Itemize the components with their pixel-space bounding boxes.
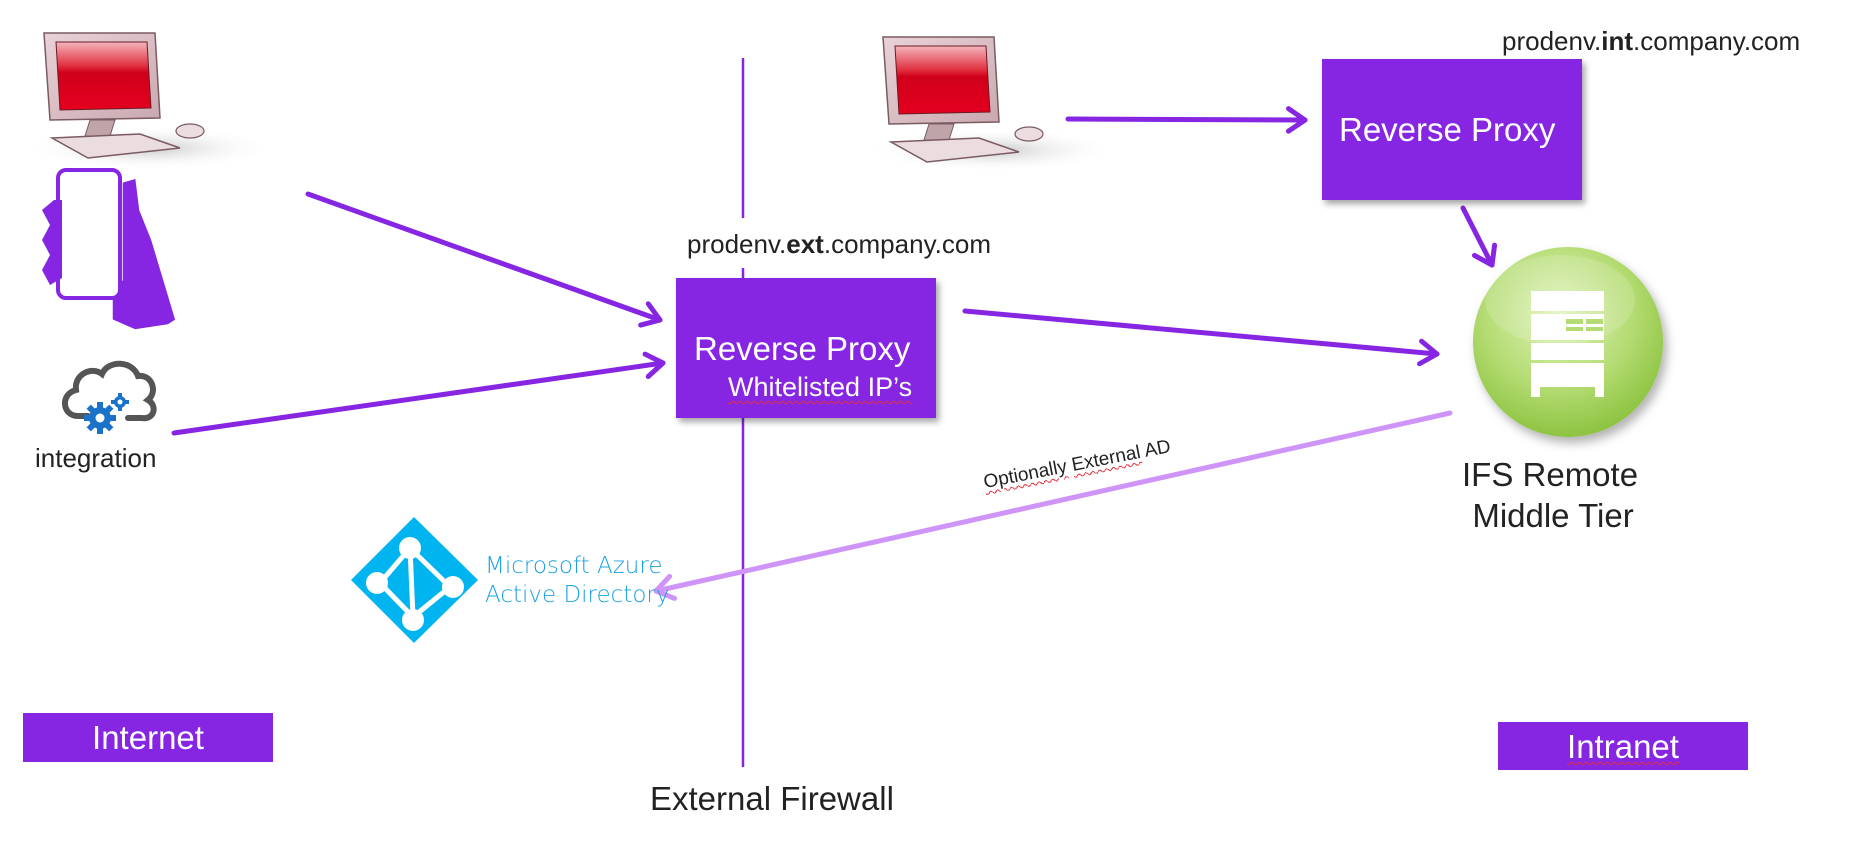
middle-tier-label: IFS Remote Middle Tier	[1462, 454, 1638, 536]
azure-active-directory-icon	[351, 517, 478, 643]
subtitle-word: Whitelisted	[728, 372, 861, 402]
arrowhead	[1471, 242, 1498, 268]
arrow-external-proxy-to-middle-tier	[962, 308, 1440, 367]
desktop-computer-icon	[25, 32, 275, 170]
hostname-prefix: prodenv.	[1502, 26, 1602, 56]
internal-desktop-computer-icon	[867, 36, 1117, 172]
hostname-suffix: .company.com	[823, 229, 991, 259]
arrow-middle-tier-to-azure-ad	[653, 410, 1453, 601]
ad-label-word: AD	[1142, 436, 1173, 462]
connection-arrows	[171, 106, 1498, 601]
internet-zone-label: Internet	[23, 713, 273, 762]
azure-line1: Microsoft Azure	[485, 553, 663, 579]
hostname-prefix: prodenv.	[687, 229, 787, 259]
hostname-suffix: .company.com	[1633, 26, 1801, 56]
azure-ad-label: Microsoft Azure Active Directory	[485, 552, 669, 610]
middle-tier-line1: IFS Remote	[1462, 456, 1639, 493]
mobile-phone-in-hand-icon	[42, 168, 177, 331]
cloud-gears-icon	[62, 360, 157, 434]
arrowhead	[1285, 106, 1308, 134]
internet-text: Internet	[92, 719, 204, 756]
external-firewall-label: External Firewall	[650, 780, 894, 817]
middle-tier-line2: Middle Tier	[1472, 497, 1634, 534]
intranet-text: Intranet	[1567, 728, 1679, 765]
internal-proxy-title: Reverse Proxy	[1339, 111, 1556, 148]
internal-reverse-proxy-box[interactable]: Reverse Proxy	[1322, 59, 1582, 200]
internal-proxy-hostname: prodenv.int.company.com	[1502, 26, 1800, 57]
arrowhead	[638, 301, 663, 328]
azure-line2: Active Directory	[485, 582, 670, 608]
external-reverse-proxy-box[interactable]: Reverse Proxy Whitelisted IP’s	[676, 278, 936, 418]
arrowhead	[653, 573, 678, 601]
hostname-env: ext	[786, 229, 824, 259]
whitelisted-ips-label: Whitelisted IP’s	[728, 372, 912, 403]
arrow-clients-to-external-proxy	[305, 191, 663, 328]
hostname-env: int	[1601, 26, 1634, 56]
integration-label: integration	[35, 443, 157, 473]
arrowhead	[1417, 338, 1440, 367]
arrowhead	[642, 351, 666, 380]
subtitle-word: IP’s	[867, 372, 913, 402]
external-proxy-hostname: prodenv.ext.company.com	[687, 229, 991, 260]
server-rack-icon	[1473, 247, 1663, 437]
external-proxy-title: Reverse Proxy	[694, 330, 911, 367]
intranet-zone-label: Intranet	[1498, 722, 1748, 770]
arrow-integration-to-external-proxy	[171, 351, 666, 436]
arrow-internal-proxy-to-middle-tier	[1460, 205, 1498, 268]
arrow-desktop-to-internal-proxy	[1065, 106, 1308, 134]
